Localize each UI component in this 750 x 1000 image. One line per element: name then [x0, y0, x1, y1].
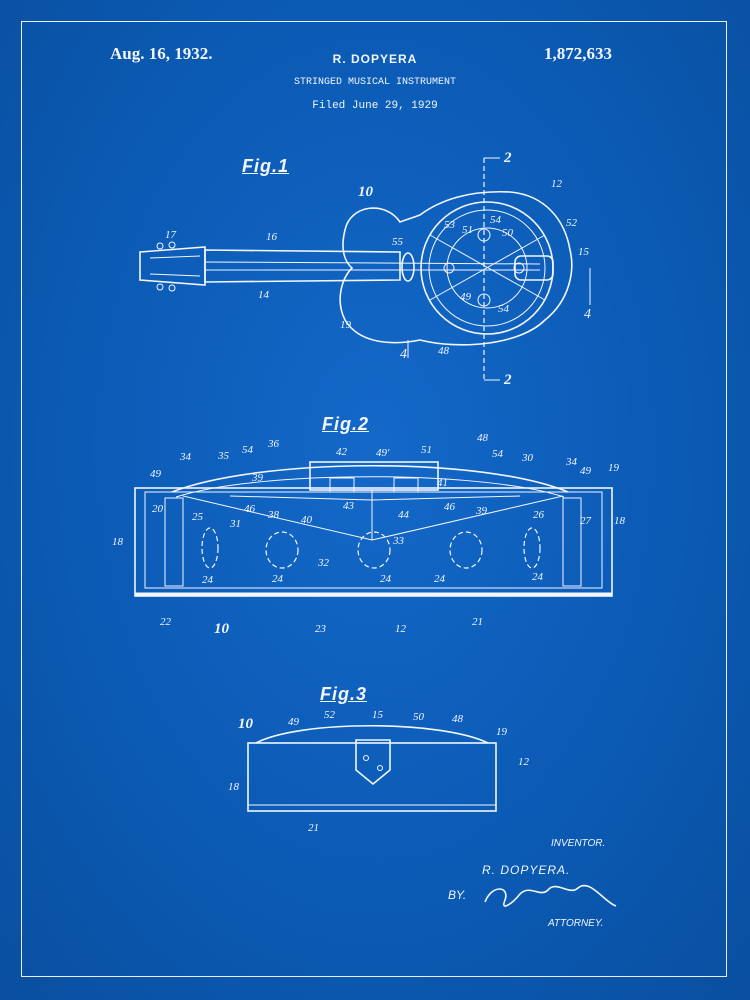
- reference-numeral: 4: [400, 347, 407, 362]
- reference-numeral: 19: [496, 726, 508, 738]
- reference-numeral: 10: [358, 184, 374, 200]
- bridge: [309, 461, 439, 491]
- guitar-body: [339, 190, 573, 346]
- fig2-label: Fig.2: [322, 414, 370, 434]
- reference-numeral: 12: [395, 623, 407, 635]
- reference-numeral: 43: [343, 500, 355, 512]
- reference-numeral: 18: [228, 781, 240, 793]
- reference-numeral: 41: [437, 477, 448, 489]
- reference-numeral: 15: [372, 709, 384, 721]
- reference-numeral: 20: [152, 503, 164, 515]
- reference-numeral: 19: [608, 462, 620, 474]
- reference-numeral: 18: [112, 536, 124, 548]
- border-frame: [21, 21, 727, 977]
- reference-numeral: 21: [472, 616, 483, 628]
- reference-numeral: 24: [380, 573, 392, 585]
- reference-numeral: 40: [301, 514, 313, 526]
- reference-numeral: 24: [532, 571, 544, 583]
- body-box: [134, 487, 613, 597]
- reference-numeral: 25: [192, 511, 204, 523]
- reference-numeral: 19: [340, 319, 352, 331]
- patent-title: STRINGED MUSICAL INSTRUMENT: [293, 77, 457, 88]
- tailpiece: [514, 255, 554, 281]
- fig1-guitar-drawing: 10 12 14 15 16 17 19 2 2 4 4 48 49 50 51…: [139, 150, 591, 388]
- fig3-label: Fig.3: [320, 684, 368, 704]
- reference-numeral: 30: [521, 452, 534, 464]
- reference-numeral: 38: [267, 509, 280, 521]
- reference-numeral: 24: [272, 573, 284, 585]
- reference-numeral: 48: [477, 432, 489, 444]
- reference-numeral: 54: [498, 303, 510, 315]
- reference-numeral: 51: [421, 444, 432, 456]
- patent-date: Aug. 16, 1932.: [110, 44, 213, 63]
- reference-numeral: 10: [214, 621, 230, 637]
- inventor-label: INVENTOR.: [551, 838, 606, 849]
- reference-numeral: 23: [315, 623, 327, 635]
- reference-numeral: 18: [614, 515, 626, 527]
- reference-numeral: 46: [244, 503, 256, 515]
- tailpiece-end: [355, 739, 391, 786]
- reference-numeral: 27: [580, 515, 592, 527]
- reference-numeral: 52: [324, 709, 336, 721]
- reference-numeral: 44: [398, 509, 410, 521]
- reference-numeral: 55: [392, 236, 404, 248]
- end-box: [247, 742, 497, 812]
- reference-numeral: 39: [251, 472, 264, 484]
- patent-number: 1,872,633: [544, 44, 612, 63]
- reference-numeral: 12: [551, 178, 563, 190]
- attorney-label: ATTORNEY.: [548, 918, 604, 929]
- reference-numeral: 24: [434, 573, 446, 585]
- reference-numeral: 35: [217, 450, 230, 462]
- reference-numeral: 14: [258, 289, 270, 301]
- reference-numeral: 24: [202, 574, 214, 586]
- reference-numeral: 15: [578, 246, 590, 258]
- reference-numeral: 16: [266, 231, 278, 243]
- reference-numeral: 39: [475, 505, 488, 517]
- reference-numeral: 48: [452, 713, 464, 725]
- reference-numeral: 49: [580, 465, 592, 477]
- filed-date: Filed June 29, 1929: [312, 100, 438, 112]
- reference-numeral: 50: [502, 227, 514, 239]
- reference-numeral: 49': [376, 447, 390, 459]
- reference-numeral: 51: [462, 224, 473, 236]
- attorney-signature: [484, 884, 617, 907]
- fig1-label: Fig.1: [242, 156, 290, 176]
- reference-numeral: 32: [317, 557, 330, 569]
- reference-numeral: 34: [179, 451, 192, 463]
- reference-numeral: 31: [229, 518, 241, 530]
- reference-numeral: 4: [584, 307, 591, 322]
- reference-numeral: 48: [438, 345, 450, 357]
- reference-numeral: 33: [392, 535, 405, 547]
- guitar-neck: [204, 249, 401, 283]
- reference-numeral: 49: [288, 716, 300, 728]
- reference-numeral: 10: [238, 716, 254, 732]
- reference-numeral: 49: [460, 291, 472, 303]
- reference-numeral: 12: [518, 756, 530, 768]
- reference-numeral: 46: [444, 501, 456, 513]
- by-label: BY.: [448, 888, 467, 902]
- headstock: [139, 246, 206, 286]
- reference-numeral: 42: [336, 446, 348, 458]
- reference-numeral: 34: [565, 456, 578, 468]
- reference-numeral: 17: [165, 229, 177, 241]
- inventor-header: R. DOPYERA: [332, 52, 418, 66]
- reference-numeral: 22: [160, 616, 172, 628]
- reference-numeral: 2: [503, 150, 512, 166]
- reference-numeral: 53: [444, 219, 456, 231]
- reference-numeral: 54: [490, 214, 502, 226]
- inventor-name: R. DOPYERA.: [482, 863, 571, 877]
- reference-numeral: 21: [308, 822, 319, 834]
- cover-plate: [171, 464, 569, 493]
- reference-numeral: 52: [566, 217, 578, 229]
- reference-numeral: 54: [242, 444, 254, 456]
- reference-numeral: 26: [533, 509, 545, 521]
- reference-numeral: 2: [503, 372, 512, 388]
- reference-numeral: 54: [492, 448, 504, 460]
- reference-numeral: 50: [413, 711, 425, 723]
- fig3-end-view-drawing: 10 12 15 18 19 21 48 49 50 52: [228, 709, 530, 834]
- reference-numeral: 49: [150, 468, 162, 480]
- reference-numeral: 36: [267, 438, 280, 450]
- fig2-section-drawing: 10 12 18 18 19 20 21 22 23 24 24 24 24 2…: [112, 432, 626, 637]
